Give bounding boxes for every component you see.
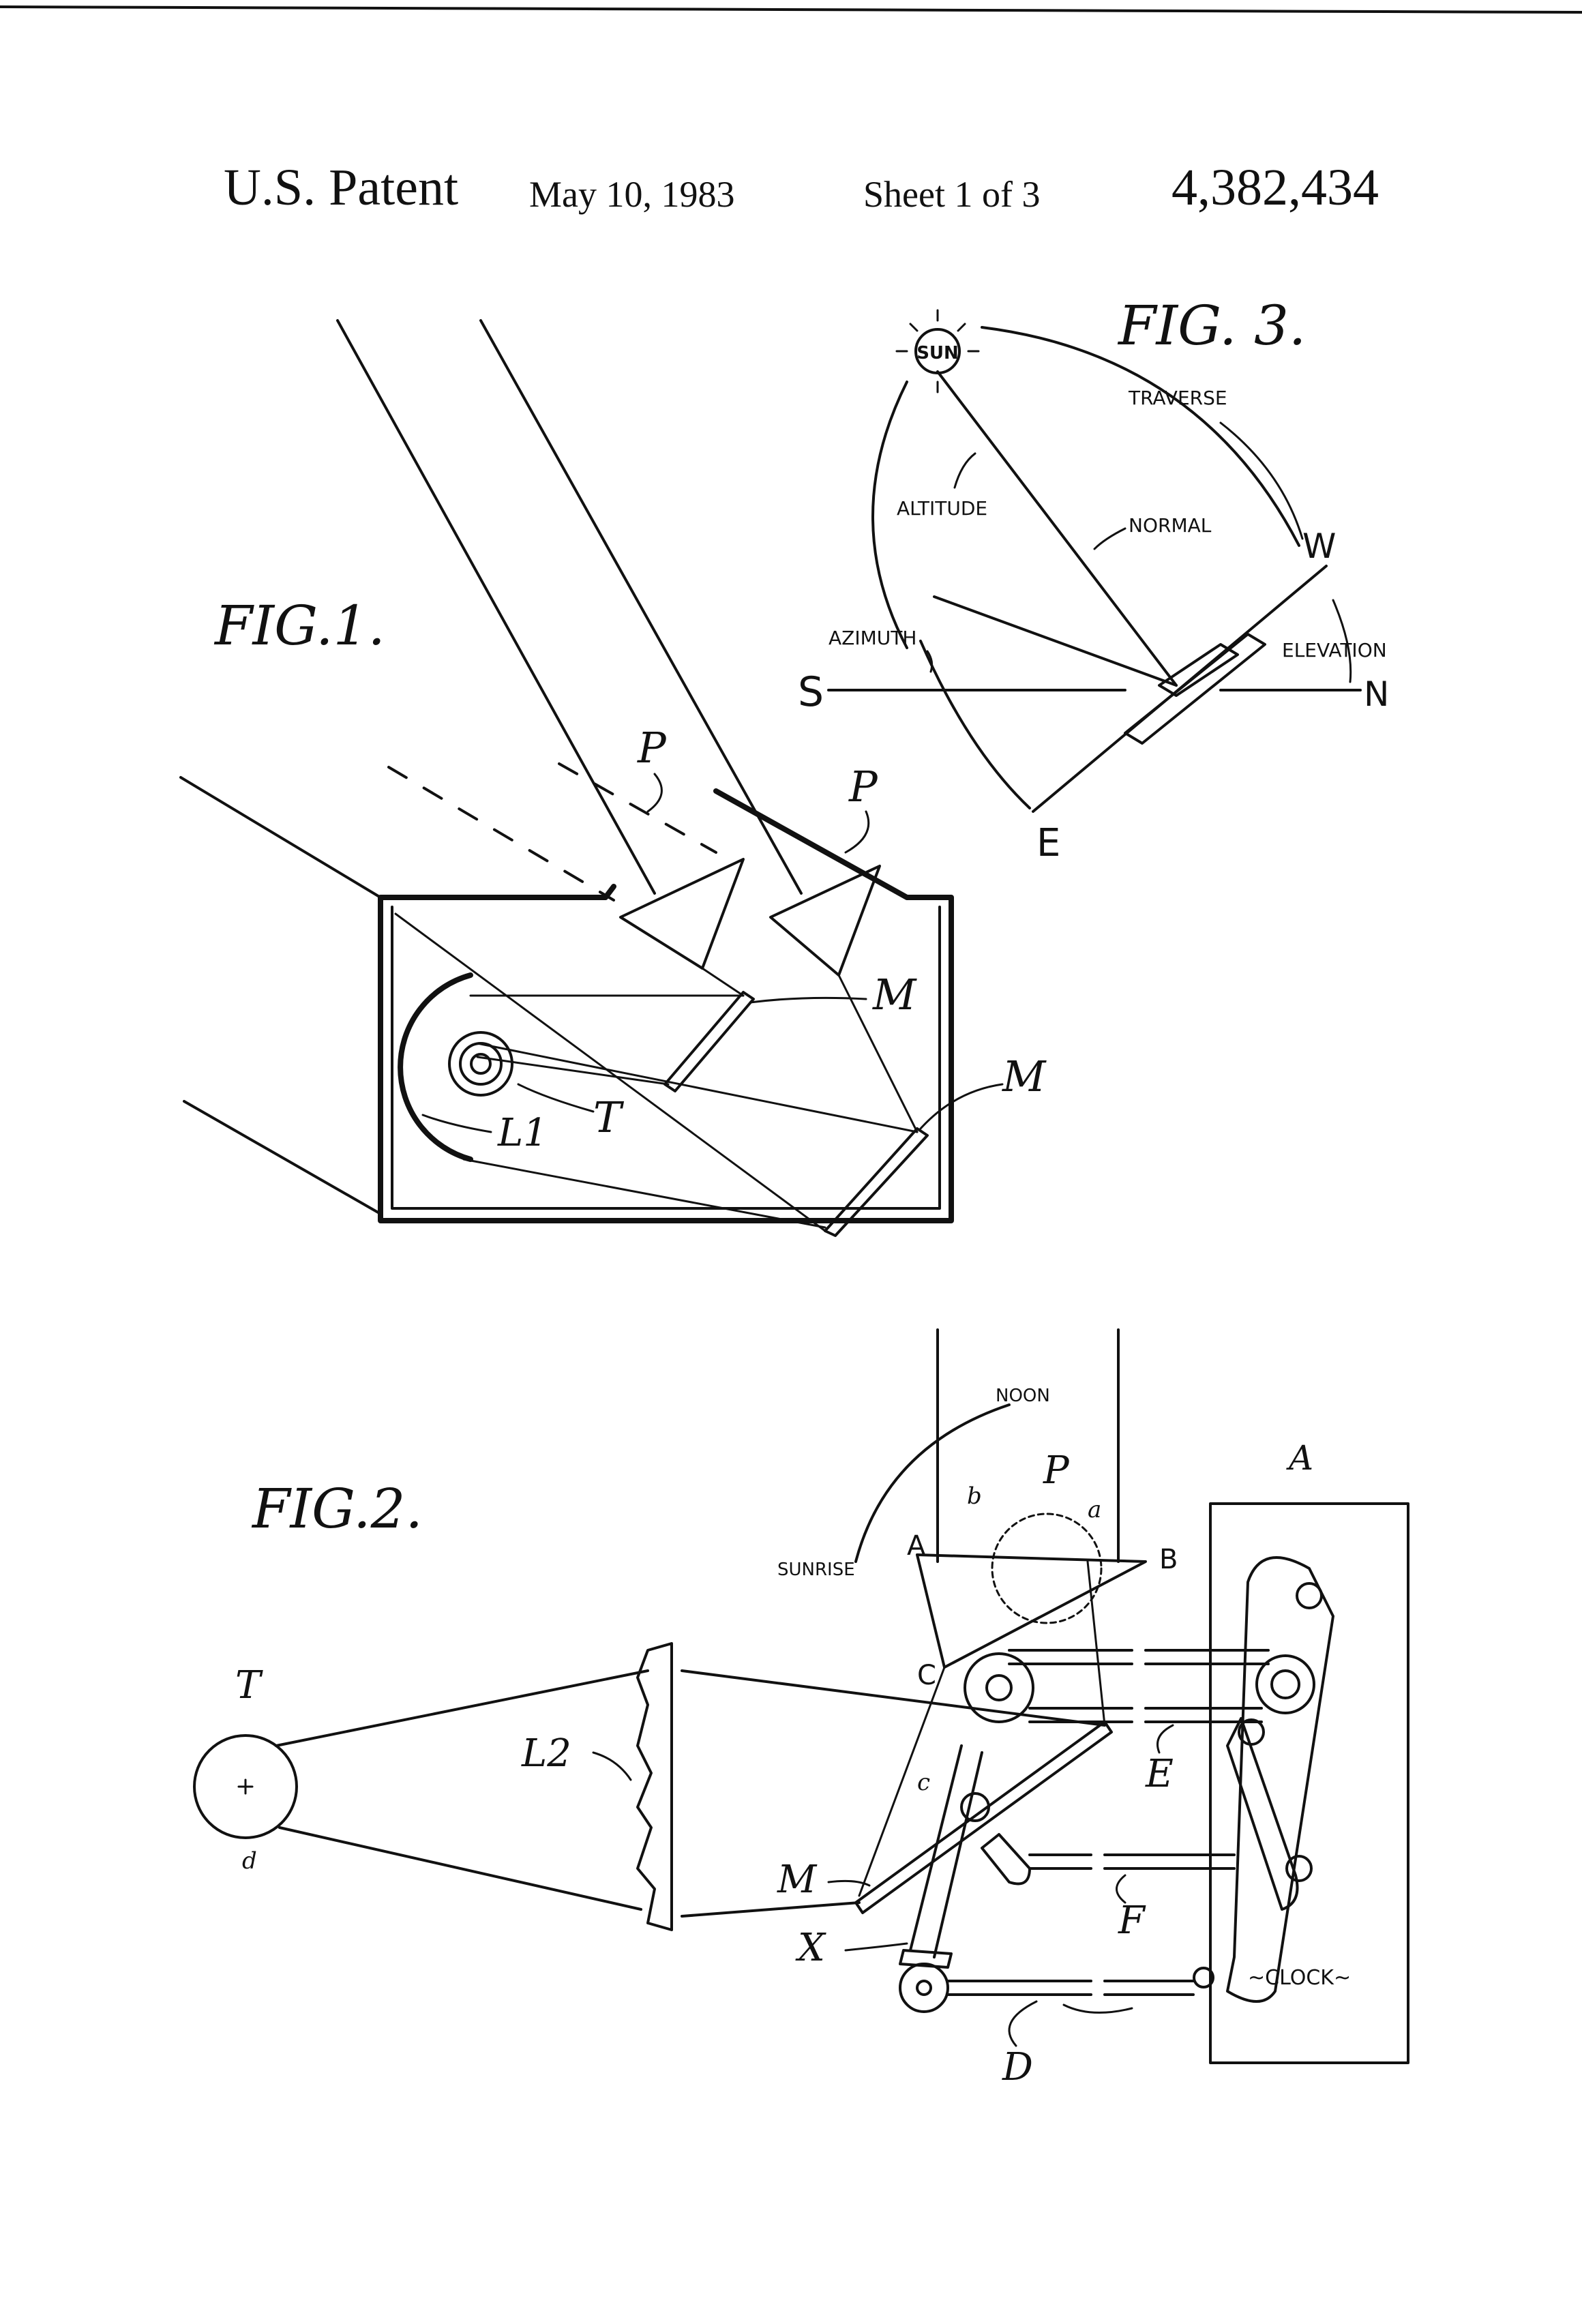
fig2-label-e: E: [1145, 1752, 1174, 1796]
leader-normal: [1094, 528, 1125, 549]
fig2-label-a: a: [1088, 1496, 1101, 1523]
fig1-label-p2: P: [848, 762, 878, 811]
fig2-label-c-vertex: C: [917, 1660, 936, 1691]
fig1-title: FIG.1.: [213, 594, 385, 657]
page-border-line: [0, 7, 1582, 12]
fig3-title: FIG. 3.: [1117, 294, 1306, 357]
traverse-arc: [982, 327, 1299, 546]
absorber-tube-outer: [449, 1032, 512, 1095]
ray-diag: [395, 914, 825, 1231]
brace-d: [1064, 2005, 1132, 2012]
leader-m1: [750, 998, 866, 1002]
fig2-label-d: D: [1002, 2045, 1033, 2089]
leader-t: [518, 1084, 593, 1112]
fig2-label-d-small: d: [242, 1847, 257, 1875]
fig2-label-x: X: [795, 1926, 826, 1970]
fig3-label-traverse: TRAVERSE: [1128, 387, 1227, 409]
leader-m2: [921, 1084, 1002, 1129]
fig1-label-t: T: [593, 1092, 625, 1142]
fig2-label-c: c: [917, 1769, 930, 1796]
trough-edge-dashed: [389, 767, 614, 900]
prism-p2: [771, 866, 880, 975]
figure-2: FIG.2. NOON SUNRISE A B C P a b c L2: [194, 1330, 1408, 2089]
fig2-title: FIG.2.: [251, 1477, 423, 1540]
ray-lens-mirror-top: [682, 1671, 1105, 1725]
prism-gear: [992, 1514, 1101, 1623]
fig3-label-elevation: ELEVATION: [1282, 639, 1387, 661]
arm-x-foot-hub: [917, 1981, 931, 1995]
leader-l2: [593, 1753, 631, 1780]
leader-d: [1009, 2001, 1036, 2046]
clock-pivot-3: [1287, 1856, 1311, 1881]
leader-x: [846, 1943, 907, 1950]
fig2-label-a-frame: A: [1286, 1438, 1313, 1478]
fig3-label-normal: NORMAL: [1129, 514, 1212, 537]
fig3-label-azimuth: AZIMUTH: [829, 627, 916, 649]
fig2-label-t: T: [235, 1663, 263, 1708]
sun-ray-2: [481, 321, 801, 893]
leader-l1: [423, 1115, 491, 1132]
ray-bottom: [464, 1159, 825, 1227]
ray-target-top: [276, 1671, 648, 1746]
fig2-label-b: b: [967, 1483, 982, 1510]
fig1-label-p1: P: [637, 723, 667, 773]
trough-edge-dashed-2: [559, 764, 716, 852]
azimuth-projection: [934, 597, 1176, 685]
trough-edge-upper: [181, 777, 380, 897]
link-f-crank: [982, 1834, 1030, 1884]
arm-x-foot: [900, 1964, 948, 2012]
fig2-label-noon: NOON: [996, 1386, 1050, 1406]
ray-lens-mirror-bottom: [682, 1903, 859, 1916]
fig2-label-l2: L2: [521, 1731, 571, 1776]
leader-p1: [648, 774, 661, 811]
leader-e: [1158, 1725, 1174, 1753]
fig3-label-w: W: [1302, 526, 1336, 566]
ray-target-bottom: [280, 1828, 641, 1909]
fig2-label-m: M: [777, 1858, 818, 1902]
fig3-label-sun: SUN: [916, 343, 959, 363]
leader-traverse: [1221, 423, 1302, 539]
trough-edge-lower: [184, 1101, 380, 1214]
fig2-label-clock: ~CLOCK~: [1248, 1966, 1351, 1990]
fig3-label-n: N: [1364, 674, 1389, 714]
mirror-m1: [665, 992, 753, 1091]
fig3-label-altitude: ALTITUDE: [897, 497, 987, 520]
prism-p1: [621, 859, 743, 968]
figure-3: FIG. 3. SUN TRAVERSE ALTITUDE: [798, 294, 1389, 865]
fig2-label-a-vertex: A: [907, 1530, 926, 1562]
fig1-label-m2: M: [1002, 1052, 1047, 1101]
fig3-label-e: E: [1036, 821, 1060, 865]
fig1-label-m1: M: [872, 970, 917, 1019]
ray-p1-m1: [702, 968, 743, 996]
figure-1: FIG.1. P P M M: [181, 321, 1047, 1236]
leader-p2: [846, 811, 869, 852]
fig2-label-sunrise: SUNRISE: [777, 1560, 855, 1580]
azimuth-arc: [921, 641, 1030, 808]
fig2-label-f: F: [1118, 1898, 1146, 1943]
fig3-label-s: S: [798, 668, 824, 716]
fig2-label-p: P: [1043, 1448, 1070, 1493]
clock-wheel-hub: [1272, 1671, 1299, 1698]
fig2-label-b-vertex: B: [1159, 1544, 1178, 1575]
clock-arm-upper: [1227, 1558, 1333, 2001]
lens-l2: [638, 1643, 672, 1930]
drive-gear-hub: [987, 1675, 1011, 1700]
sun-path-arc: [856, 1405, 1009, 1562]
leader-altitude: [955, 453, 975, 488]
absorber-tube-mid: [460, 1043, 501, 1084]
fig1-label-l1: L1: [497, 1111, 548, 1155]
clock-pivot-1: [1297, 1583, 1322, 1608]
